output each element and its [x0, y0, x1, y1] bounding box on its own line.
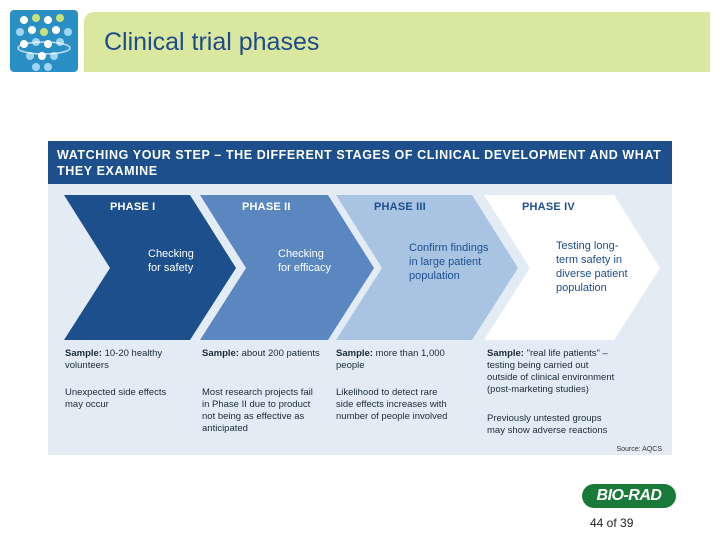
slide-title: Clinical trial phases [104, 28, 320, 56]
clinical-phases-infographic: WATCHING YOUR STEP – THE DIFFERENT STAGE… [48, 141, 672, 455]
phase-4-chevron [484, 195, 660, 340]
phase-4-description: Testing long-term safety in diverse pati… [556, 240, 628, 294]
infographic-banner: WATCHING YOUR STEP – THE DIFFERENT STAGE… [48, 141, 672, 184]
phase-1-chevron [64, 195, 236, 340]
phase-3-sample: Sample: more than 1,000 people [336, 348, 445, 371]
phase-4-sample: Sample: "real life patients" – testing b… [487, 348, 615, 395]
phase-chevrons [64, 195, 660, 340]
infographic-source: Source: AQCS [616, 446, 662, 453]
phase-2-sample: Sample: about 200 patients [202, 348, 320, 359]
header-band [84, 12, 710, 72]
phase-2-description: Checking for efficacy [278, 248, 331, 274]
bio-rad-logo: BIO-RAD [582, 484, 676, 508]
phase-1-label: PHASE I [110, 201, 156, 213]
phase-1-sample: Sample: 10-20 healthy volunteers [65, 348, 163, 371]
phase-1-note: Unexpected side effects may occur [65, 387, 167, 410]
logo [10, 10, 78, 72]
phase-2-chevron [200, 195, 374, 340]
phase-2-label: PHASE II [242, 201, 291, 213]
phase-3-chevron [336, 195, 518, 340]
phase-2-note: Most research projects fail in Phase II … [202, 387, 313, 434]
page-number: 44 of 39 [590, 516, 634, 530]
phase-4-label: PHASE IV [522, 201, 575, 213]
phase-3-description: Confirm findings in large patient popula… [409, 242, 489, 282]
phase-3-label: PHASE III [374, 201, 426, 213]
infographic-title: WATCHING YOUR STEP – THE DIFFERENT STAGE… [57, 148, 662, 178]
logo-dots-icon [16, 14, 72, 71]
phase-3-note: Likelihood to detect rare side effects i… [336, 387, 448, 422]
phase-1-description: Checking for safety [148, 248, 194, 274]
phase-4-note: Previously untested groups may show adve… [487, 413, 608, 436]
brand-name: BIO-RAD [596, 487, 662, 504]
